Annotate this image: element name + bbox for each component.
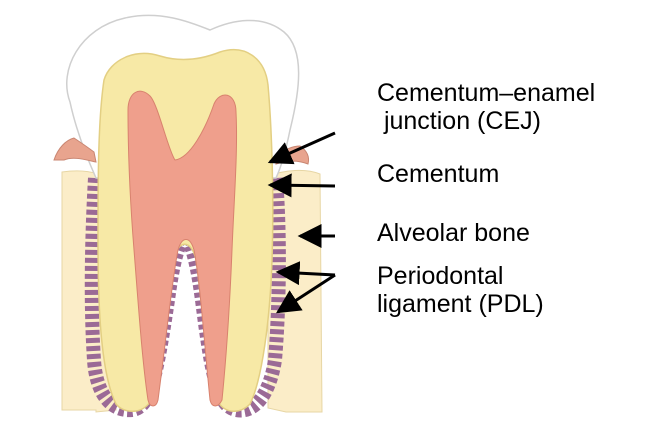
- arrow-cementum: [270, 185, 335, 186]
- label-pdl-line1: Periodontal: [377, 262, 544, 290]
- label-cej-line1: Cementum–enamel: [377, 79, 595, 107]
- label-pdl: Periodontal ligament (PDL): [377, 262, 544, 318]
- label-cementum: Cementum: [377, 160, 499, 188]
- label-cej: Cementum–enamel junction (CEJ): [377, 79, 595, 135]
- label-alveolar-bone: Alveolar bone: [377, 219, 530, 247]
- label-cej-line2: junction (CEJ): [377, 107, 595, 135]
- label-pdl-line2: ligament (PDL): [377, 290, 544, 318]
